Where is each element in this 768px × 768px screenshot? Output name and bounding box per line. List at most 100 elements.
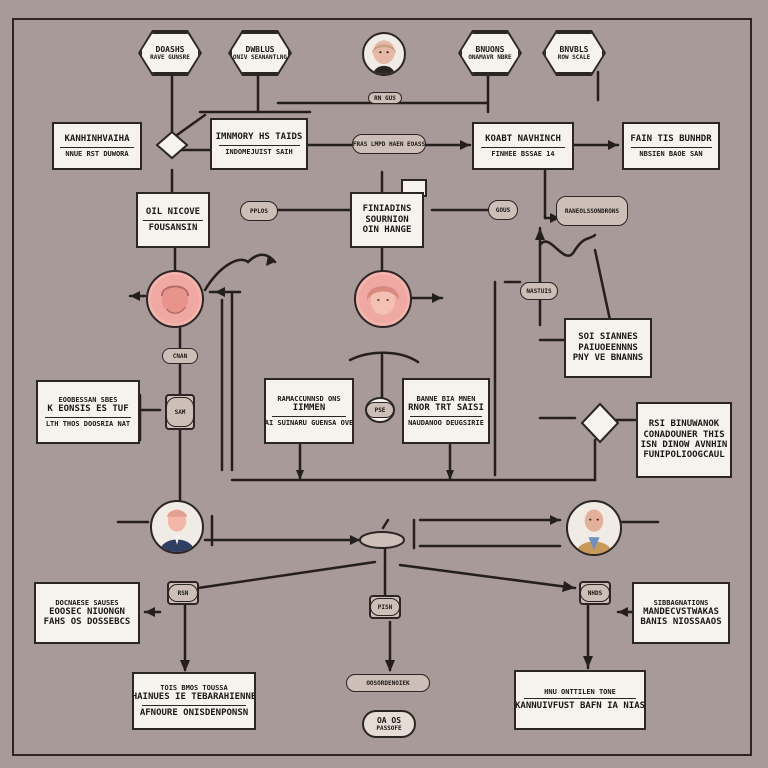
process-box-13[interactable]: SIBBAGNATIONS MANDECVSTWAKAS BANIS NIOSS…	[632, 582, 730, 644]
connector-tag-6: CNAN	[162, 348, 198, 364]
process-box-2-subtitle: INDOMEJUIST SAIH	[225, 147, 293, 156]
process-box-11-line4: FUNIPOLIOOGCAUL	[643, 450, 725, 461]
header-badge-4-title: BNVBLS	[559, 45, 589, 54]
avatar-man-right[interactable]	[566, 500, 622, 556]
person-portrait-icon	[372, 40, 396, 74]
connector-tag-3-text: RANEOLSSONDRONS	[564, 207, 620, 215]
divider	[44, 416, 132, 418]
process-box-10-line3: NAUDANOO DEUGSIRIE	[408, 418, 484, 427]
footer-end-badge[interactable]: OA OS PASSOFE	[362, 710, 416, 738]
header-badge-1-subtitle: RAVE GUNSRE	[150, 54, 190, 61]
divider	[524, 698, 636, 700]
connector-tag-5-text: NASTUIS	[526, 287, 552, 295]
process-box-1[interactable]: KANHINHVAIHA NNUE RST DUWORA	[52, 122, 142, 170]
avatar-top-woman[interactable]	[362, 32, 406, 76]
divider	[218, 144, 300, 146]
connector-tag-12-text: PSE	[374, 406, 386, 414]
divider	[410, 415, 482, 417]
process-box-8[interactable]: EOOBESSAN SBES K EONSIS ES TUF LTH THOS …	[36, 380, 140, 444]
header-badge-4-subtitle: ROW SCALE	[557, 54, 591, 61]
footer-end-badge-title: OA OS	[376, 716, 402, 725]
person-portrait-icon	[150, 274, 200, 324]
process-box-14[interactable]: TOIS BMOS TOUSSA HAINUES IE TEBARAHIENNE…	[132, 672, 256, 730]
process-box-13-line2: MANDECVSTWAKAS	[643, 606, 719, 617]
process-box-2[interactable]: IMNMORY HS TAIDS INDOMEJUIST SAIH	[210, 118, 308, 170]
header-badge-3-title: BNUONS	[475, 45, 505, 54]
process-box-12-line2: EOOSEC NIUONGN	[49, 606, 125, 617]
process-box-15[interactable]: HNU ONTTILEN TONE KANNUIVFUST BAFN IA NI…	[514, 670, 646, 730]
header-badge-2-title: DWBLUS	[245, 45, 275, 54]
process-box-6-line2: SOURNION	[365, 214, 409, 225]
divider	[480, 146, 566, 148]
header-badge-3[interactable]: BNUONS ONAMAVR NBRE	[460, 32, 520, 74]
connector-tag-2-text: PPLOS	[249, 207, 269, 215]
process-box-13-title: SIBBAGNATIONS	[653, 598, 709, 607]
header-badge-3-subtitle: ONAMAVR NBRE	[468, 54, 512, 61]
process-box-8-line2: K EONSIS ES TUF	[47, 404, 129, 415]
process-box-11[interactable]: RSI BINUWANOK CONADOUNER THIS ISN DINOW …	[636, 402, 732, 478]
avatar-pink-center[interactable]	[354, 270, 412, 328]
process-box-8-title: EOOBESSAN SBES	[58, 396, 118, 405]
process-box-2-title: IMNMORY HS TAIDS	[215, 132, 303, 143]
header-badge-2[interactable]: DWBLUS ONIV SEANANTLNG	[230, 32, 290, 74]
process-box-4-subtitle: NBSIEN BAOE SAN	[639, 149, 703, 158]
process-box-3[interactable]: KOABT NAVHINCH FINHEE BSSAE 14	[472, 122, 574, 170]
process-box-9-title: RAMACCUNNSD ONS	[277, 395, 341, 404]
header-badge-1-title: DOASHS	[155, 45, 185, 54]
outer-frame	[12, 18, 752, 756]
process-box-12[interactable]: DOCNAESE SAUSES EOOSEC NIUONGN FAHS OS D…	[34, 582, 140, 644]
connector-tag-2: PPLOS	[240, 201, 278, 221]
process-box-4[interactable]: FAIN TIS BUNHDR NBSIEN BAOE SAN	[622, 122, 720, 170]
divider	[60, 146, 134, 148]
avatar-pink-left[interactable]	[146, 270, 204, 328]
process-box-15-title: HNU ONTTILEN TONE	[544, 688, 616, 697]
process-box-5-subtitle: FOUSANSIN	[148, 222, 198, 233]
process-box-7-line2: PAIUOEENNNS	[578, 342, 638, 353]
person-portrait-icon	[358, 274, 408, 324]
process-box-6[interactable]: FINIADINS SOURNION OIN HANGE	[350, 192, 424, 248]
connector-tag-7-text: RSN	[177, 589, 189, 597]
process-box-3-subtitle: FINHEE BSSAE 14	[491, 149, 555, 158]
process-box-9-line2: IIMMEN	[292, 403, 326, 414]
process-box-14-line3: AFNOURE ONISDENPONSN	[139, 707, 249, 718]
process-box-7[interactable]: SOI SIANNES PAIUOEENNNS PNY VE BNANNS	[564, 318, 652, 378]
connector-tag-12: PSE	[366, 402, 394, 418]
process-box-13-line3: BANIS NIOSSAAOS	[640, 617, 722, 628]
process-box-15-line2: KANNUIVFUST BAFN IA NIAS	[514, 701, 646, 712]
process-box-3-title: KOABT NAVHINCH	[485, 134, 561, 145]
process-box-9[interactable]: RAMACCUNNSD ONS IIMMEN IAI SUINARU GUENS…	[264, 378, 354, 444]
connector-tag-9: NHDS	[580, 584, 610, 602]
process-box-12-line3: FAHS OS DOSSEBCS	[43, 617, 131, 628]
connector-tag-1-text: FRAS LMPD HAEN EOASS	[352, 140, 426, 148]
connector-tag-5: NASTUIS	[520, 282, 558, 300]
divider	[630, 146, 712, 148]
process-box-1-title: KANHINHVAIHA	[64, 134, 130, 145]
process-box-11-title: RSI BINUWANOK	[648, 419, 720, 430]
divider	[141, 704, 247, 706]
connector-tag-8-text: PISN	[377, 603, 393, 611]
process-box-10-line2: RNOR TRT SAISI	[408, 403, 484, 414]
header-badge-4[interactable]: BNVBLS ROW SCALE	[544, 32, 604, 74]
person-portrait-icon	[575, 509, 613, 554]
header-badge-2-subtitle: ONIV SEANANTLNG	[232, 54, 288, 61]
divider	[272, 415, 346, 417]
process-box-5-title: OIL NICOVE	[145, 207, 201, 218]
process-box-5[interactable]: OIL NICOVE FOUSANSIN	[136, 192, 210, 248]
footer-end-badge-subtitle: PASSOFE	[376, 725, 402, 732]
divider	[143, 219, 203, 221]
process-box-7-line3: PNY VE BNANNS	[572, 353, 644, 364]
connector-tag-10: OOSORDENOIEK	[346, 674, 430, 692]
connector-tag-7: RSN	[168, 584, 198, 602]
process-box-11-line3: ISN DINOW AVNHIN	[640, 440, 728, 450]
process-box-6-line3: OIN HANGE	[362, 225, 412, 236]
process-box-10[interactable]: BANNE BIA MNEN RNOR TRT SAISI NAUDANOO D…	[402, 378, 490, 444]
process-box-11-line2: CONADOUNER THIS	[643, 429, 725, 440]
process-box-7-title: SOI SIANNES	[578, 332, 638, 343]
avatar-man-suit-left[interactable]	[150, 500, 204, 554]
header-badge-1[interactable]: DOASHS RAVE GUNSRE	[140, 32, 200, 74]
connector-tag-11: SAM	[166, 397, 194, 427]
process-box-9-line3: IAI SUINARU GUENSA OVEN	[264, 418, 354, 427]
process-box-1-subtitle: NNUE RST DUWORA	[65, 149, 129, 158]
person-portrait-icon	[159, 509, 195, 552]
